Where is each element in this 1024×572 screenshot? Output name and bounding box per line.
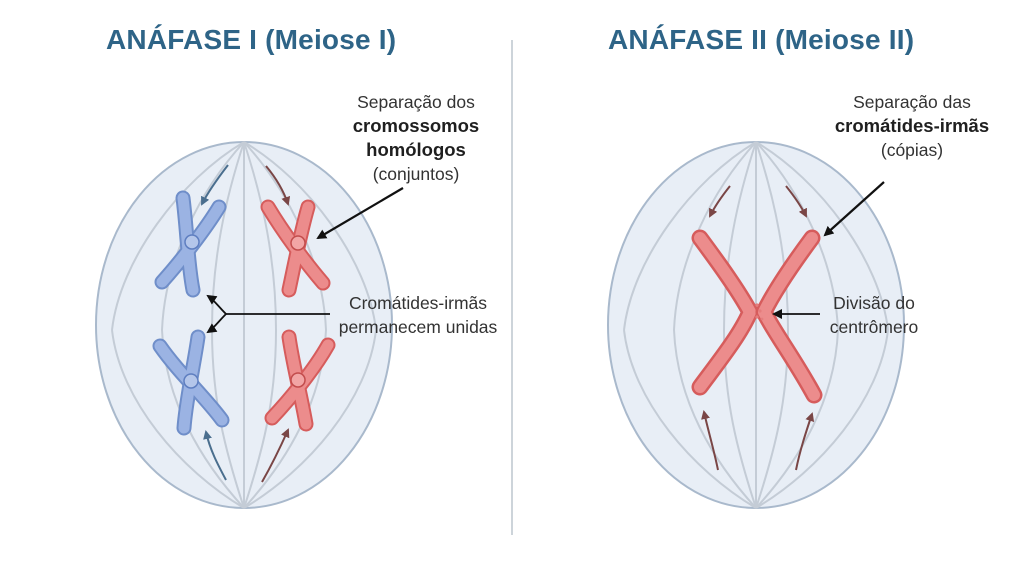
- cell-anaphase-i: [95, 141, 404, 509]
- label-line-bold: cromátides-irmãs: [834, 115, 990, 136]
- movement-arrow: [701, 410, 719, 471]
- homologs-separation-label: Separação dos cromossomos homólogos (con…: [336, 90, 496, 186]
- anaphase-ii-title: ANÁFASE II (Meiose II): [608, 24, 915, 55]
- movement-arrow: [201, 164, 229, 206]
- chromatid-left: [691, 229, 759, 396]
- label-line: Separação dos: [357, 92, 475, 112]
- label-line: (conjuntos): [372, 164, 460, 184]
- chromatid-right: [755, 229, 823, 404]
- pointer-sister-chromatids: [206, 294, 330, 334]
- red-chromosome-upper: [260, 199, 331, 298]
- label-line-bold: homólogos: [366, 139, 466, 160]
- movement-arrow: [795, 412, 815, 471]
- cell-anaphase-ii: [607, 141, 905, 509]
- label-line: Cromátides-irmãs: [348, 293, 488, 313]
- label-line-bold: cromossomos: [352, 115, 480, 136]
- centromere-division-label: Divisão do centrômero: [818, 291, 930, 339]
- chromatids-separation-label: Separação das cromátides-irmãs (cópias): [826, 90, 998, 162]
- panel-divider: [511, 40, 513, 535]
- movement-arrow: [265, 165, 291, 206]
- movement-arrow: [785, 185, 807, 218]
- sister-chromatids-united-label: Cromátides-irmãs permanecem unidas: [330, 291, 506, 339]
- label-line: (cópias): [880, 140, 944, 160]
- red-chromosome-lower: [264, 329, 336, 432]
- movement-arrow: [709, 185, 731, 218]
- label-line: permanecem unidas: [338, 317, 498, 337]
- movement-arrow: [203, 430, 227, 481]
- label-line: centrômero: [829, 317, 919, 337]
- blue-chromosome-lower: [152, 329, 230, 436]
- label-line: Divisão do: [833, 293, 915, 313]
- centromere-split-dots: [755, 303, 764, 321]
- movement-arrow: [261, 428, 290, 483]
- pointer-homologs: [316, 187, 404, 240]
- label-line: Separação das: [853, 92, 971, 112]
- pointer-sister-chromatids-ii: [823, 181, 885, 237]
- blue-chromosome-upper: [154, 190, 227, 298]
- anaphase-i-title: ANÁFASE I (Meiose I): [106, 24, 397, 55]
